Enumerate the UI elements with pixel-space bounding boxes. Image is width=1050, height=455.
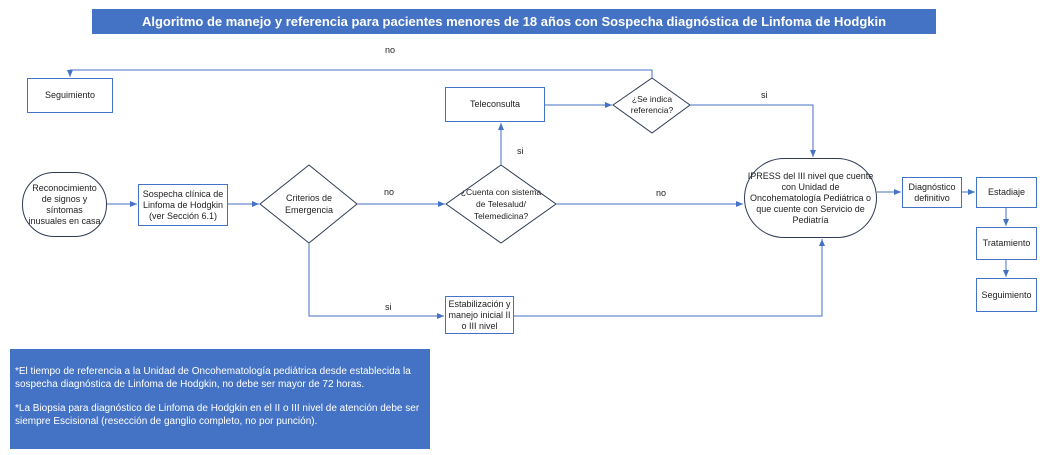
cuenta-label: ¿Cuenta con sistema de Telesalud/ Teleme… [460,187,542,221]
diagnostico-box: Diagnóstico definitivo [902,177,962,208]
label-si-cuenta: si [517,146,524,156]
label-si-top: si [761,90,768,100]
teleconsulta-box: Teleconsulta [445,87,545,122]
cuenta-diamond [445,164,557,244]
tratamiento-box: Tratamiento [976,227,1037,260]
arrow-criterios-estabilizacion [308,243,444,319]
label-si-criterios: si [385,302,392,312]
se-indica-diamond [612,77,691,134]
label-no-top: no [385,45,396,55]
se-indica-label: ¿Se indica referencia? [630,94,674,115]
seguimiento-right-box: Seguimiento [976,278,1037,312]
arrow-estabilizacion-ipress [514,239,825,317]
diagram-title: Algoritmo de manejo y referencia para pa… [92,9,936,34]
reconocimiento-node: Reconocimiento de signos y síntomas inus… [22,172,107,237]
criterios-label: Criterios de Emergencia [284,193,334,215]
seguimiento-top-box: Seguimiento [27,78,113,113]
arrow-seindica-seguimiento [67,69,653,78]
note-biopsia: *La Biopsia para diagnóstico de Linfoma … [15,403,420,427]
label-no-criterios: no [384,187,395,197]
estabilizacion-box: Estabilización y manejo inicial II o III… [445,296,514,334]
notes-box: *El tiempo de referencia a la Unidad de … [10,349,430,449]
ipress-node: IPRESS del III nivel que cuente con Unid… [744,158,877,238]
arrow-seindica-ipress [690,104,816,157]
note-referencia: *El tiempo de referencia a la Unidad de … [15,366,411,390]
estadiaje-box: Estadiaje [976,177,1037,208]
label-no-cuenta: no [656,188,667,198]
sospecha-box: Sospecha clínica de Linfoma de Hodgkin (… [138,184,228,226]
